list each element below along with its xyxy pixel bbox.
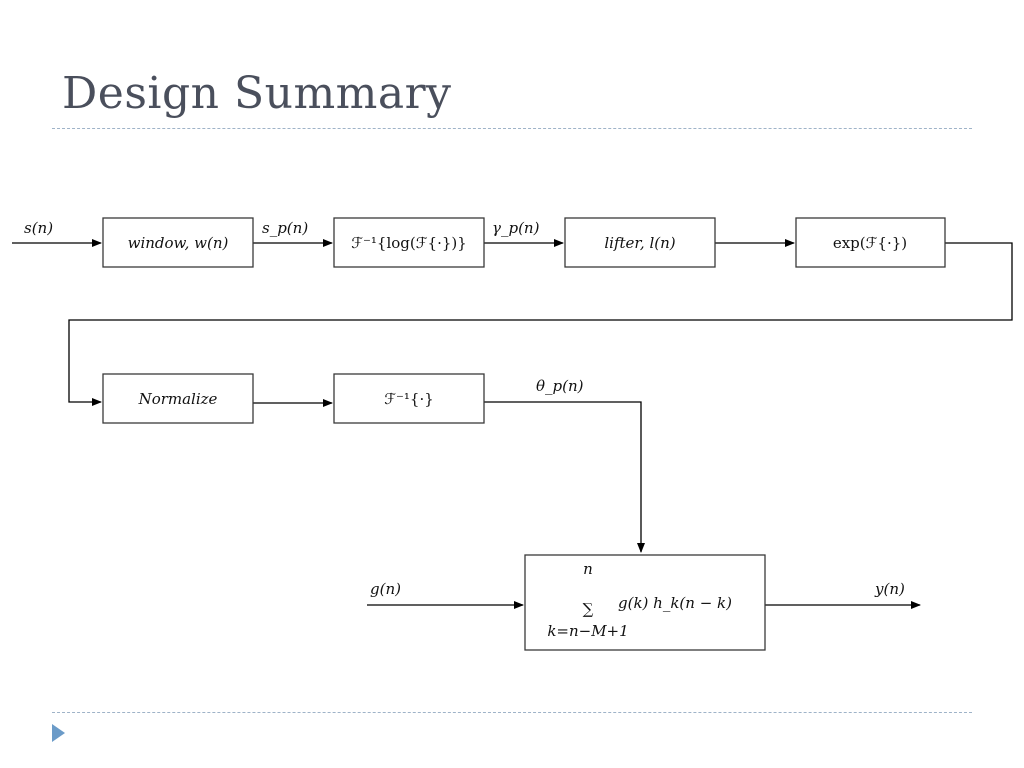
slide-title: Design Summary: [62, 68, 452, 119]
arrow-inverse-to-convolution: [484, 401, 645, 553]
cepstrum-block: [333, 217, 485, 268]
signal-label-excitation: g(n): [370, 580, 401, 598]
inverse-fourier-block: [333, 373, 485, 424]
sum-upper-limit: n: [583, 560, 593, 578]
sum-symbol: ∑: [583, 600, 594, 618]
next-slide-icon[interactable]: [52, 724, 65, 742]
signal-label-cepstrum: γ_p(n): [492, 219, 540, 237]
window-block: [102, 217, 254, 268]
normalize-block-label: Normalize: [138, 390, 218, 408]
footer-divider: [52, 712, 972, 713]
convolution-sum-block: [524, 554, 766, 651]
window-block-label: window, w(n): [128, 234, 229, 252]
normalize-block: [102, 373, 254, 424]
lifter-block: [564, 217, 716, 268]
signal-label-output: y(n): [874, 580, 905, 598]
arrow-exp-to-normalize: [68, 242, 1013, 406]
sum-lower-limit: k=n−M+1: [547, 622, 628, 640]
convolution-expression: g(k) h_k(n − k): [618, 594, 732, 612]
lifter-block-label: lifter, l(n): [604, 234, 675, 252]
cepstrum-block-label: ℱ⁻¹{log(ℱ{·})}: [351, 234, 467, 252]
inverse-fourier-block-label: ℱ⁻¹{·}: [384, 390, 434, 408]
signal-label-windowed: s_p(n): [262, 219, 308, 237]
exp-fourier-block: [795, 217, 946, 268]
signal-label-phase: θ_p(n): [536, 377, 584, 395]
exp-fourier-block-label: exp(ℱ{·}): [833, 234, 907, 252]
signal-label-input: s(n): [24, 219, 53, 237]
title-divider: [52, 128, 972, 129]
